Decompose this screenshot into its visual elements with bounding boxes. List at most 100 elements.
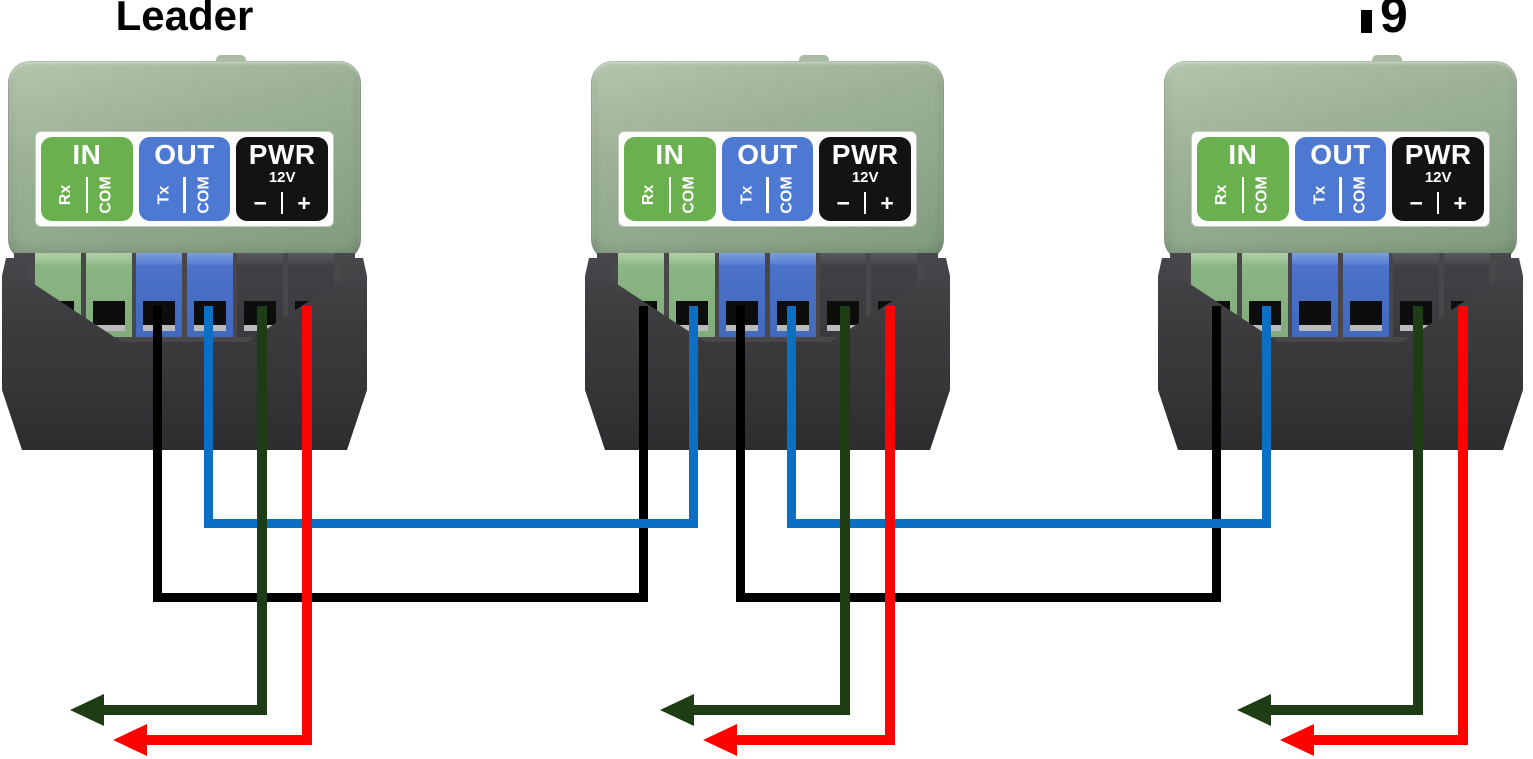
pin-tx: Tx — [155, 185, 173, 205]
label-pwr-voltage: 12V — [851, 169, 879, 186]
wire-blue-com1-com2-horizontal — [204, 519, 697, 528]
wire-black-tx1-down — [152, 306, 162, 602]
module-3: IN Rx COM OUT Tx COM PWR 12V − — [1158, 55, 1523, 455]
pin-divider — [863, 192, 867, 214]
arrow-left-green-3 — [1237, 694, 1271, 726]
pin-com: COM — [1351, 176, 1369, 214]
label-out-title: OUT — [154, 139, 215, 170]
pin-tx: Tx — [1311, 185, 1329, 205]
label-out-pins: Tx COM — [1295, 169, 1387, 221]
wire-green-pwr1-down — [257, 306, 267, 715]
pin-divider — [668, 177, 672, 213]
module-leader: IN Rx COM OUT Tx COM PWR 12V − — [2, 55, 367, 455]
pin-com: COM — [681, 176, 699, 214]
wire-red-pwr3-down — [1458, 306, 1468, 745]
wire-green-pwr2-down — [840, 306, 850, 715]
label-in-title: IN — [72, 139, 102, 170]
label-in: IN Rx COM — [624, 137, 716, 221]
label-pwr-title: PWR — [831, 139, 899, 170]
pin-divider — [183, 177, 186, 213]
label-in-title: IN — [1228, 139, 1258, 170]
wire-red-pwr2-horizontal — [730, 735, 895, 745]
label-pwr-pins: − + — [1392, 185, 1484, 221]
label-in-pins: Rx COM — [624, 169, 716, 221]
wire-black-tx2-rx3-horizontal — [735, 593, 1221, 602]
wire-blue-com2-up — [688, 306, 698, 528]
arrow-left-red-3 — [1280, 724, 1314, 756]
label-pwr-title: PWR — [248, 139, 316, 170]
wire-blue-com2-com3-horizontal — [786, 519, 1271, 528]
label-out: OUT Tx COM — [1294, 137, 1387, 221]
pin-tx: Tx — [738, 185, 756, 205]
pin-com: COM — [778, 176, 796, 214]
wire-green-pwr1-horizontal — [98, 705, 267, 715]
label-out-title: OUT — [737, 139, 798, 170]
terminal-slot — [1349, 301, 1382, 331]
terminal-slot — [1299, 301, 1332, 331]
pin-divider — [1339, 177, 1342, 213]
wire-green-pwr3-down — [1413, 306, 1423, 715]
wire-blue-com2-down — [786, 306, 796, 528]
terminal-in-com — [85, 253, 132, 337]
terminal-out-tx — [1292, 253, 1339, 337]
pin-com: COM — [98, 176, 116, 214]
pin-minus: − — [836, 189, 850, 216]
wire-red-pwr1-down — [302, 306, 312, 745]
label-pwr: PWR 12V − + — [819, 137, 912, 221]
label-in-title: IN — [655, 139, 685, 170]
wire-black-rx3-up — [1211, 306, 1221, 602]
pin-minus: − — [253, 189, 267, 216]
label-in-pins: Rx COM — [1197, 169, 1289, 221]
pin-rx: Rx — [1213, 184, 1231, 206]
label-pwr-title: PWR — [1404, 139, 1472, 170]
wire-black-rx2-up — [638, 306, 648, 602]
pin-divider — [1241, 177, 1245, 213]
pin-plus: + — [297, 189, 311, 216]
pin-plus: + — [1453, 189, 1467, 216]
label-in-pins: Rx COM — [41, 169, 133, 221]
terminal-slot — [92, 301, 125, 331]
pin-divider — [1436, 192, 1440, 214]
leader-title: Leader — [115, 0, 254, 39]
wire-red-pwr2-down — [885, 306, 895, 745]
cropped-glyph-bar — [1361, 10, 1372, 33]
label-pwr-pins: − + — [236, 185, 328, 221]
wire-blue-com3-up — [1261, 306, 1271, 528]
wire-blue-com1-down — [204, 306, 213, 528]
pin-minus: − — [1409, 189, 1423, 216]
wire-black-tx2-down — [735, 306, 745, 602]
pin-divider — [280, 192, 284, 214]
arrow-left-green-2 — [660, 694, 694, 726]
pin-rx: Rx — [57, 184, 75, 206]
label-out: OUT Tx COM — [721, 137, 814, 221]
label-pwr: PWR 12V − + — [1392, 137, 1485, 221]
arrow-left-green-1 — [70, 694, 104, 726]
label-out: OUT Tx COM — [138, 137, 231, 221]
label-pwr-pins: − + — [819, 185, 911, 221]
pin-divider — [766, 177, 769, 213]
wire-red-pwr3-horizontal — [1307, 735, 1468, 745]
label-pwr-voltage: 12V — [1424, 169, 1452, 186]
label-out-pins: Tx COM — [139, 169, 231, 221]
label-pwr: PWR 12V − + — [236, 137, 329, 221]
arrow-left-red-2 — [703, 724, 737, 756]
pin-divider — [85, 177, 89, 213]
cropped-figure-number: 9 — [1380, 0, 1408, 43]
pin-rx: Rx — [640, 184, 658, 206]
wire-black-tx1-rx2-horizontal — [152, 593, 648, 602]
module-label-panel: IN Rx COM OUT Tx COM PWR 12V − — [1191, 131, 1490, 227]
pin-com: COM — [1254, 176, 1272, 214]
label-out-pins: Tx COM — [722, 169, 814, 221]
pin-com: COM — [195, 176, 213, 214]
module-label-panel: IN Rx COM OUT Tx COM PWR 12V − — [35, 131, 334, 227]
wire-green-pwr2-horizontal — [688, 705, 850, 715]
terminal-out-com — [1342, 253, 1389, 337]
label-pwr-voltage: 12V — [268, 169, 296, 186]
wire-red-pwr1-horizontal — [140, 735, 312, 745]
terminal-out-com — [186, 253, 233, 337]
pin-plus: + — [880, 189, 894, 216]
label-in: IN Rx COM — [41, 137, 133, 221]
module-label-panel: IN Rx COM OUT Tx COM PWR 12V − — [618, 131, 917, 227]
label-out-title: OUT — [1310, 139, 1371, 170]
